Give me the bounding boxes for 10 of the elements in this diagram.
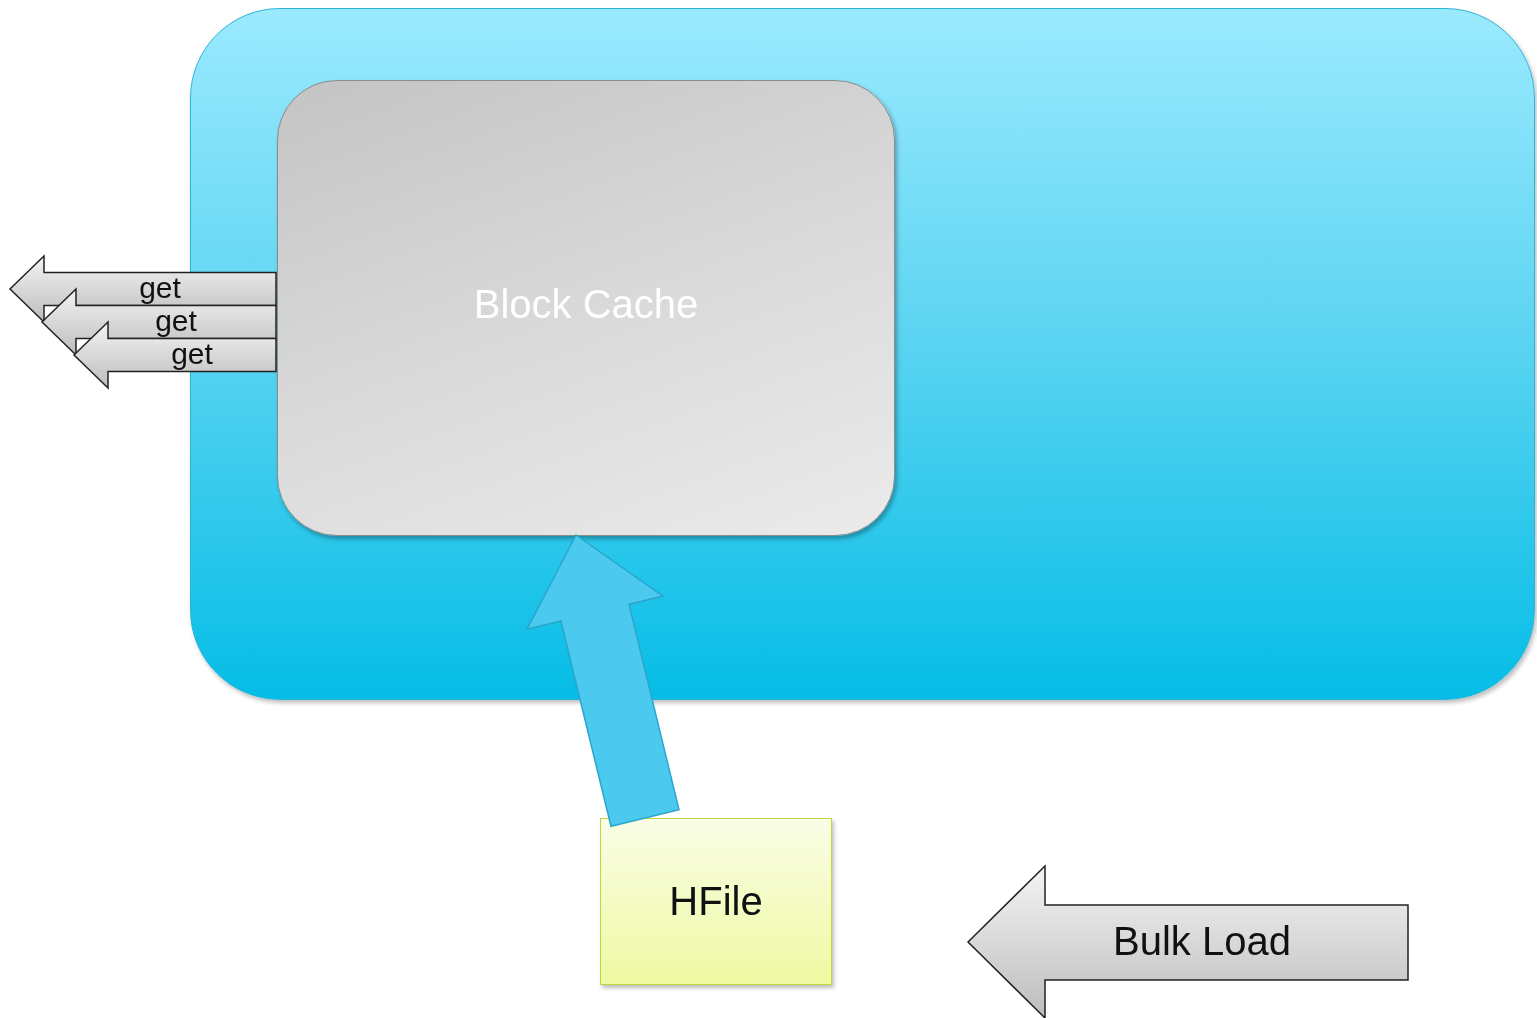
edge-label: get xyxy=(171,338,213,369)
arrow-label: Bulk Load xyxy=(1113,920,1291,961)
block-arrow xyxy=(8,254,277,324)
edge-label: get xyxy=(139,272,181,303)
edge-label: get xyxy=(155,305,197,336)
cache-box xyxy=(277,80,895,536)
block-arrow xyxy=(525,533,680,828)
file-box xyxy=(600,818,832,985)
block-arrow xyxy=(72,320,277,390)
file-label: HFile xyxy=(669,879,763,924)
